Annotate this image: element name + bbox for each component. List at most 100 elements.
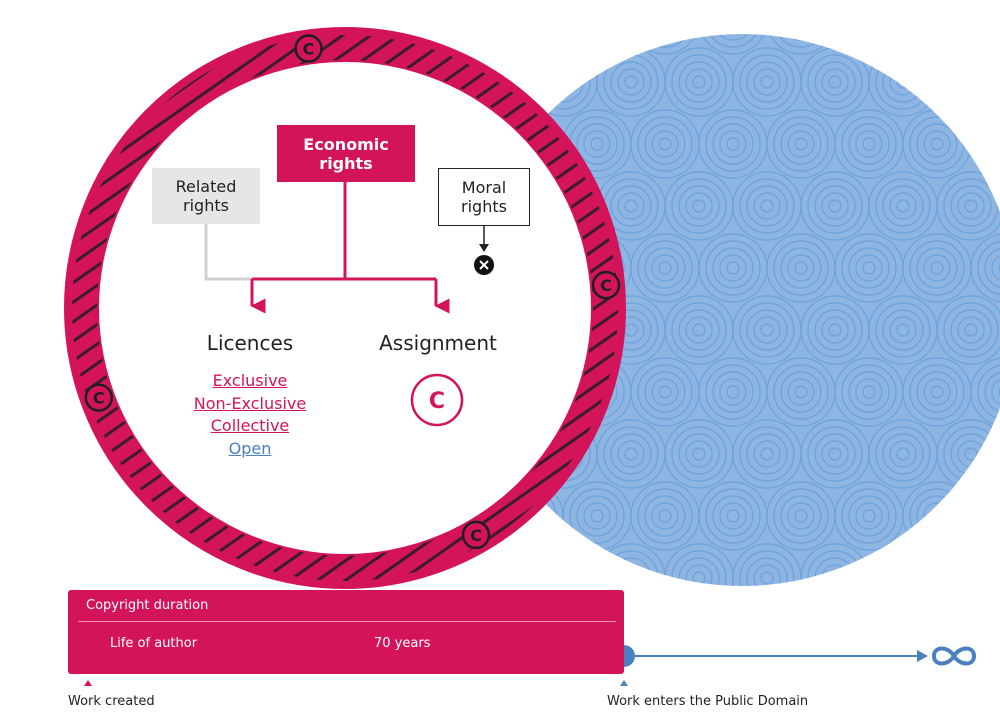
ripple-ring — [848, 123, 890, 165]
ripple-ring — [807, 426, 863, 482]
ripple-ring — [977, 488, 1000, 544]
ripple-ring — [957, 68, 985, 96]
ripple-ring — [943, 54, 999, 110]
licence-link-collective[interactable]: Collective — [210, 416, 290, 435]
ripple-ring — [863, 14, 875, 26]
ring-copyright-badge — [294, 34, 323, 63]
ripple-ring — [562, 34, 632, 55]
ripple-ring — [658, 509, 672, 523]
ripple-ring — [936, 47, 1000, 117]
ripple-ring — [924, 7, 950, 33]
ripple-ring — [556, 571, 570, 585]
ripple-ring — [678, 557, 720, 586]
ripple-ring — [828, 571, 842, 585]
ripple-ring — [651, 130, 679, 158]
ripple-ring — [705, 364, 761, 420]
ripple-ring — [658, 261, 672, 275]
ripple-ring — [896, 199, 910, 213]
ripple-ring — [494, 34, 564, 55]
ripple-ring — [644, 34, 686, 41]
licence-link-open[interactable]: Open — [228, 438, 272, 458]
ripple-ring — [794, 137, 808, 151]
ripple-ring — [773, 34, 829, 48]
ripple-ring — [590, 137, 604, 151]
ripple-ring — [970, 481, 1000, 551]
ripple-ring — [794, 509, 808, 523]
ripple-ring — [848, 495, 890, 537]
ripple-ring — [719, 254, 747, 282]
ripple-ring — [957, 316, 985, 344]
ripple-ring — [659, 14, 671, 26]
ripple-ring — [950, 61, 992, 103]
ripple-ring — [739, 302, 795, 358]
ripple-ring — [508, 34, 550, 41]
ripple-ring — [795, 14, 807, 26]
ripple-ring — [671, 426, 727, 482]
ripple-ring — [556, 75, 570, 89]
ripple-ring — [923, 130, 951, 158]
ripple-ring — [896, 447, 910, 461]
ripple-ring — [466, 34, 482, 41]
duration-divider — [78, 621, 616, 622]
ripple-ring — [991, 130, 1000, 158]
licence-list: Exclusive Non-Exclusive Collective Open — [160, 370, 340, 460]
seventy-years-label: 70 years — [374, 636, 431, 651]
ripple-ring — [705, 240, 761, 296]
ripple-ring — [936, 171, 1000, 241]
ripple-ring — [930, 385, 944, 399]
ripple-ring — [583, 130, 611, 158]
ripple-ring — [875, 550, 931, 586]
ripple-ring — [719, 502, 747, 530]
ripple-ring — [848, 34, 890, 41]
ripple-ring — [576, 123, 618, 165]
ripple-ring — [991, 254, 1000, 282]
ripple-ring — [542, 61, 584, 103]
ripple-ring — [882, 185, 924, 227]
ripple-ring — [970, 233, 1000, 303]
ripple-ring — [610, 185, 652, 227]
ripple-ring — [984, 34, 1000, 41]
ripple-ring — [753, 68, 781, 96]
ring-copyright-letter: C — [93, 389, 105, 408]
ripple-ring — [678, 61, 720, 103]
ripple-ring — [787, 378, 815, 406]
ripple-ring — [692, 323, 706, 337]
ripple-ring — [787, 502, 815, 530]
licence-link-exclusive[interactable]: Exclusive — [212, 371, 288, 390]
ripple-ring — [936, 295, 1000, 365]
ripple-ring — [814, 61, 856, 103]
ring-copyright-letter: C — [470, 526, 482, 545]
ripple-ring — [569, 34, 625, 48]
ripple-ring — [984, 123, 1000, 165]
ripple-ring — [630, 34, 700, 55]
ripple-ring — [712, 247, 754, 289]
ripple-ring — [964, 447, 978, 461]
ripple-ring — [950, 309, 992, 351]
ripple-ring — [855, 502, 883, 530]
licence-link-non-exclusive[interactable]: Non-Exclusive — [193, 393, 307, 413]
ripple-ring — [773, 240, 829, 296]
ripple-ring — [637, 488, 693, 544]
ripple-ring — [746, 61, 788, 103]
ripple-ring — [773, 488, 829, 544]
ripple-ring — [760, 199, 774, 213]
ripple-ring — [977, 364, 1000, 420]
ripple-ring — [637, 240, 693, 296]
ripple-ring — [569, 488, 625, 544]
ripple-ring — [698, 34, 768, 55]
ripple-ring — [624, 199, 638, 213]
ripple-ring — [807, 178, 863, 234]
ripple-ring — [516, 7, 542, 33]
ripple-ring — [828, 75, 842, 89]
ripple-ring — [719, 378, 747, 406]
ripple-ring — [651, 378, 679, 406]
ripple-ring — [964, 199, 978, 213]
ripple-ring — [841, 240, 897, 296]
ripple-ring — [964, 75, 978, 89]
ripple-ring — [780, 123, 822, 165]
moral-rights-close-icon — [474, 255, 494, 275]
ripple-ring — [727, 14, 739, 26]
